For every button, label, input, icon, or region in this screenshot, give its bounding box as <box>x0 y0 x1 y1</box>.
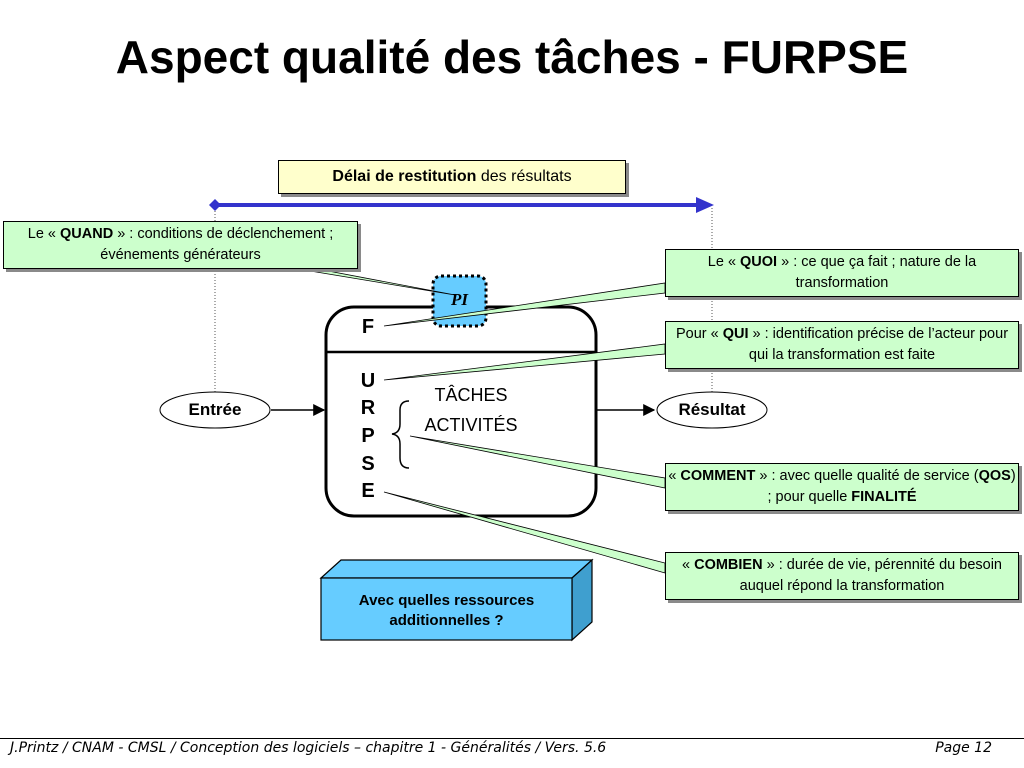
entree-ellipse <box>159 391 271 429</box>
qos-keyword: QOS <box>978 468 1011 484</box>
letter-e: E <box>361 480 375 502</box>
letter-f: F <box>361 316 375 338</box>
letter-u: U <box>360 370 376 392</box>
delai-arrow-head <box>696 197 714 213</box>
quand-pointer <box>279 265 456 296</box>
finalite-keyword: FINALITÉ <box>851 489 917 505</box>
combien-keyword: COMBIEN <box>694 557 763 573</box>
comment-pre: « <box>668 468 681 484</box>
resultat-label: Résultat <box>678 400 746 419</box>
footer: J.Printz / CNAM - CMSL / Conception des … <box>0 736 1024 768</box>
delai-label-bold: Délai de restitution <box>332 168 477 185</box>
comment-mid: » : avec quelle qualité de service ( <box>755 468 979 484</box>
quand-keyword: QUAND <box>60 226 114 242</box>
delai-label-box: Délai de restitution des résultats <box>278 160 626 194</box>
quand-post: » : conditions de déclenchement ; événem… <box>100 226 334 263</box>
qui-keyword: QUI <box>722 326 749 342</box>
qui-callout: Pour « QUI » : identification précise de… <box>665 321 1019 369</box>
combien-post: » : durée de vie, pérennité du besoin au… <box>739 557 1002 594</box>
quand-callout: Le « QUAND » : conditions de déclencheme… <box>3 221 358 269</box>
qui-post: » : identification précise de l’acteur p… <box>748 326 1009 363</box>
letter-r: R <box>360 397 376 419</box>
page-title: Aspect qualité des tâches - FURPSE <box>115 31 909 83</box>
letter-p: P <box>361 425 375 447</box>
page-number: Page 12 <box>935 740 992 756</box>
combien-callout: « COMBIEN » : durée de vie, pérennité du… <box>665 552 1019 600</box>
quoi-callout: Le « QUOI » : ce que ça fait ; nature de… <box>665 249 1019 297</box>
comment-mid2: ) ; pour quelle <box>767 468 1016 505</box>
quoi-keyword: QUOI <box>740 254 778 270</box>
quoi-pre: Le « <box>707 254 741 270</box>
delai-label-rest: des résultats <box>476 168 572 185</box>
resultat-ellipse <box>656 391 768 429</box>
pi-label: PI <box>451 290 468 309</box>
quand-pre: Le « <box>27 226 60 242</box>
entree-label: Entrée <box>188 400 242 419</box>
delai-diamond-icon <box>209 199 221 211</box>
taches-line-1: TÂCHES <box>434 385 508 405</box>
brace-icon <box>391 400 410 469</box>
comment-callout: « COMMENT » : avec quelle qualité de ser… <box>665 463 1019 511</box>
qui-pre: Pour « <box>675 326 723 342</box>
resource-box-front <box>320 577 573 641</box>
comment-keyword: COMMENT <box>680 468 756 484</box>
ressources-label: Avec quelles ressources additionnelles ? <box>358 592 535 629</box>
letter-s: S <box>361 453 375 475</box>
resource-box-top <box>319 559 594 579</box>
footer-credits: J.Printz / CNAM - CMSL / Conception des … <box>10 740 607 756</box>
taches-line-2: ACTIVITÉS <box>424 415 518 435</box>
combien-pre: « <box>682 557 695 573</box>
footer-divider <box>0 738 1024 739</box>
quoi-post: » : ce que ça fait ; nature de la transf… <box>777 254 977 291</box>
